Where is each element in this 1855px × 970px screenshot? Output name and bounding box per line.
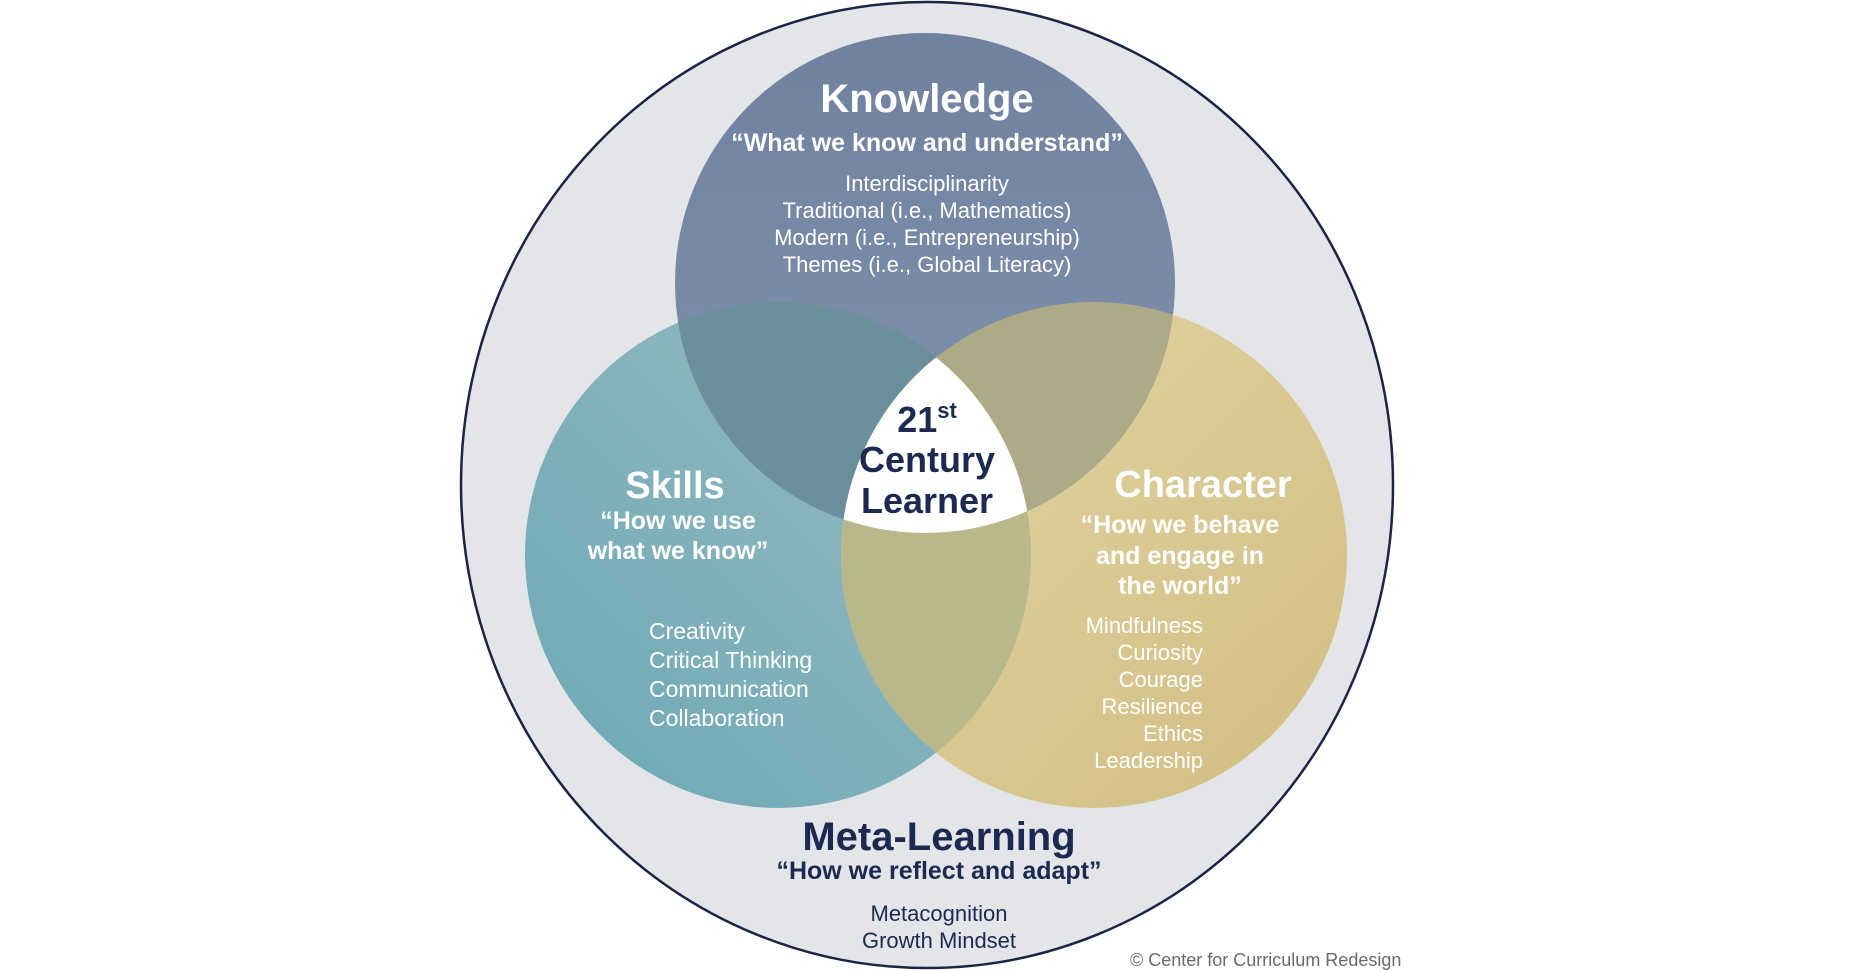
character-item: Mindfulness <box>1086 613 1203 638</box>
knowledge-item: Themes (i.e., Global Literacy) <box>783 252 1072 277</box>
character-item: Ethics <box>1143 721 1203 746</box>
character-item: Curiosity <box>1117 640 1203 665</box>
skills-item: Communication <box>649 676 809 702</box>
character-quote-line: “How we behave <box>1081 511 1280 539</box>
skills-item: Creativity <box>649 618 745 644</box>
skills-item: Critical Thinking <box>649 647 812 673</box>
meta-learning-title: Meta-Learning <box>802 815 1075 859</box>
skills-quote-line: “How we use <box>600 507 756 535</box>
character-quote-line: the world” <box>1118 572 1242 600</box>
knowledge-character-overlap <box>841 302 1175 533</box>
skills-item: Collaboration <box>649 705 785 731</box>
center-century: Century <box>859 439 995 480</box>
center-21st: 21st <box>897 398 957 440</box>
knowledge-skills-overlap <box>675 302 1031 533</box>
character-item: Leadership <box>1094 748 1203 773</box>
character-item: Resilience <box>1102 694 1204 719</box>
meta-learning-quote: “How we reflect and adapt” <box>776 857 1101 885</box>
character-title: Character <box>1114 464 1292 506</box>
knowledge-item: Modern (i.e., Entrepreneurship) <box>774 225 1080 250</box>
center-st-superscript: st <box>937 398 957 423</box>
copyright-notice: © Center for Curriculum Redesign <box>1130 950 1401 970</box>
character-quote-line: and engage in <box>1096 542 1264 570</box>
knowledge-title: Knowledge <box>820 77 1033 121</box>
knowledge-item: Traditional (i.e., Mathematics) <box>783 198 1072 223</box>
skills-quote-line: what we know” <box>587 537 769 565</box>
knowledge-item: Interdisciplinarity <box>845 171 1009 196</box>
center-21: 21 <box>897 399 937 440</box>
meta-learning-item: Metacognition <box>871 901 1008 926</box>
knowledge-quote: “What we know and understand” <box>731 129 1123 157</box>
meta-learning-item: Growth Mindset <box>862 928 1016 953</box>
center-learner: Learner <box>861 480 993 521</box>
character-item: Courage <box>1119 667 1203 692</box>
skills-title: Skills <box>625 465 724 507</box>
